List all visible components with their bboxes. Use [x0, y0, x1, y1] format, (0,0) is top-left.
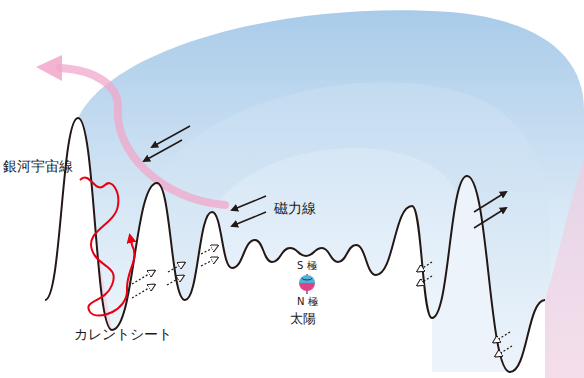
field-arrow — [474, 192, 506, 212]
field-arrow-dashed — [496, 346, 512, 356]
field-arrow-dashed — [201, 246, 217, 254]
field-arrow-dashed — [494, 332, 510, 342]
field-arrow — [232, 212, 266, 226]
field-arrow-dashed — [167, 276, 183, 285]
pink-arrowhead — [36, 55, 62, 81]
field-line-arrows-under — [132, 246, 512, 356]
current-sheet-label: カレントシート — [74, 326, 172, 342]
field-arrow-dashed — [201, 258, 217, 266]
field-line-label: 磁力線 — [274, 200, 316, 216]
current-sheet-curve — [45, 118, 545, 372]
sun-south-half — [299, 283, 315, 291]
field-arrow-dashed — [418, 262, 432, 271]
sun-label: 太陽 — [290, 312, 316, 327]
field-arrow-dashed — [132, 271, 154, 284]
rotation-arrow — [302, 278, 312, 280]
field-arrow-dashed — [418, 276, 432, 285]
sheet-underside — [0, 118, 545, 378]
field-arrow-dashed — [132, 285, 154, 298]
field-arrow-dashed — [168, 263, 184, 272]
pink-flow-arrow — [60, 68, 225, 205]
field-arrow — [152, 126, 190, 147]
pole-label: S 極 — [297, 260, 317, 272]
field-arrow — [144, 140, 182, 161]
field-line-arrows — [144, 126, 506, 228]
field-arrow — [232, 196, 266, 210]
cosmic-ray-path — [80, 178, 134, 316]
pole-label: N 極 — [297, 296, 318, 308]
cosmic-ray-label: 銀河宇宙線 — [3, 158, 73, 174]
field-arrow — [474, 208, 506, 228]
sun-north-half — [299, 275, 315, 283]
sun — [299, 274, 315, 294]
